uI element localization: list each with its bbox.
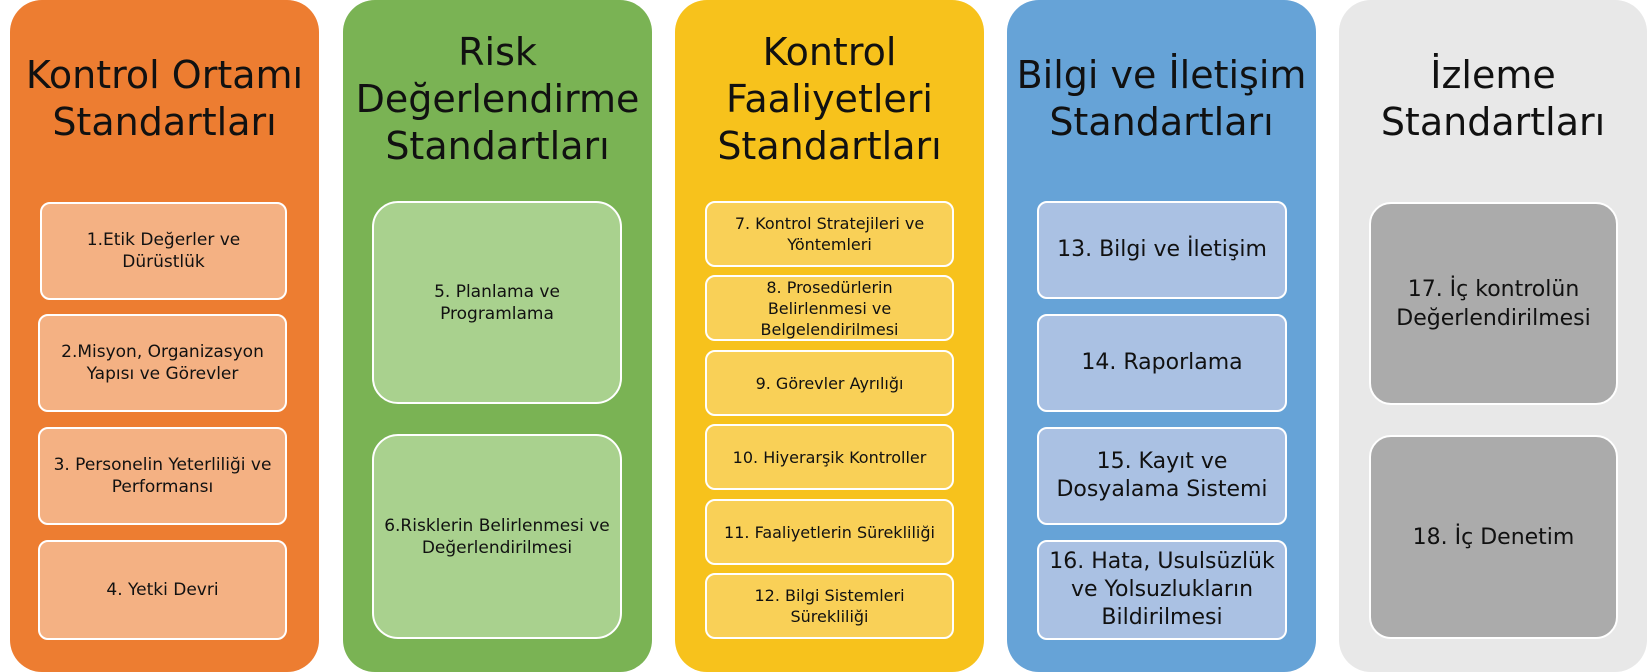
standard-label: 1.Etik Değerler ve Dürüstlük [86, 230, 241, 272]
column-title-line: Standartları [52, 100, 277, 144]
standard-label: 14. Raporlama [1081, 350, 1243, 375]
column-title-line: Standartları [1380, 100, 1606, 144]
column-izleme: İzleme Standartları 17. İç kontrolün Değ… [1339, 0, 1647, 672]
column-title: Risk Değerlendirme Standartları [343, 29, 652, 170]
standard-card: 12. Bilgi Sistemleri Sürekliliği [705, 573, 954, 639]
standard-card: 8. Prosedürlerin Belirlenmesi ve Belgele… [705, 275, 954, 341]
standard-label: 13. Bilgi ve İletişim [1057, 237, 1267, 262]
standard-label: 10. Hiyerarşik Kontroller [732, 447, 927, 467]
standard-card: 4. Yetki Devri [38, 540, 287, 640]
standard-label: 16. Hata, Usulsüzlük ve Yolsuzlukların B… [1049, 549, 1275, 630]
column-title-line: İzleme [1430, 53, 1556, 97]
standard-card: 10. Hiyerarşik Kontroller [705, 424, 954, 490]
standard-label: 4. Yetki Devri [106, 580, 219, 600]
standard-card: 9. Görevler Ayrılığı [705, 350, 954, 416]
standard-card: 7. Kontrol Stratejileri ve Yöntemleri [705, 201, 954, 267]
column-title: Kontrol Ortamı Standartları [10, 52, 319, 146]
standard-card: 17. İç kontrolün Değerlendirilmesi [1369, 202, 1618, 405]
standard-label: 15. Kayıt ve Dosyalama Sistemi [1056, 449, 1268, 502]
column-title: Kontrol Faaliyetleri Standartları [675, 29, 984, 170]
standard-card: 1.Etik Değerler ve Dürüstlük [40, 202, 287, 300]
standard-card: 18. İç Denetim [1369, 435, 1618, 639]
standard-card: 15. Kayıt ve Dosyalama Sistemi [1037, 427, 1287, 525]
column-title-line: Kontrol Ortamı [25, 53, 304, 97]
standard-card: 6.Risklerin Belirlenmesi ve Değerlendiri… [372, 434, 622, 639]
standard-label: 17. İç kontrolün Değerlendirilmesi [1396, 276, 1591, 331]
standard-label: 8. Prosedürlerin Belirlenmesi ve Belgele… [760, 277, 899, 339]
column-bilgi-ve-iletisim: Bilgi ve İletişim Standartları 13. Bilgi… [1007, 0, 1316, 672]
standard-label: 12. Bilgi Sistemleri Sürekliliği [754, 586, 905, 626]
column-kontrol-ortami: Kontrol Ortamı Standartları 1.Etik Değer… [10, 0, 319, 672]
standard-label: 2.Misyon, Organizasyon Yapısı ve Görevle… [61, 342, 264, 384]
standard-label: 5. Planlama ve Programlama [434, 281, 560, 324]
standard-label: 9. Görevler Ayrılığı [755, 373, 904, 393]
column-title-line: Standartları [385, 124, 610, 168]
standard-label: 6.Risklerin Belirlenmesi ve Değerlendiri… [384, 515, 610, 558]
column-title: Bilgi ve İletişim Standartları [1007, 52, 1316, 146]
column-title-line: Standartları [717, 124, 942, 168]
column-title-line: Değerlendirme [355, 77, 640, 121]
standard-card: 5. Planlama ve Programlama [372, 201, 622, 404]
standard-card: 13. Bilgi ve İletişim [1037, 201, 1287, 299]
standard-label: 11. Faaliyetlerin Sürekliliği [724, 522, 935, 542]
standard-label: 3. Personelin Yeterliliği ve Performansı [53, 455, 272, 497]
column-kontrol-faaliyetleri: Kontrol Faaliyetleri Standartları 7. Kon… [675, 0, 984, 672]
column-title-line: Faaliyetleri [726, 77, 933, 121]
standard-card: 2.Misyon, Organizasyon Yapısı ve Görevle… [38, 314, 287, 412]
standard-label: 7. Kontrol Stratejileri ve Yöntemleri [734, 214, 925, 254]
standard-label: 18. İç Denetim [1412, 524, 1575, 550]
standard-card: 11. Faaliyetlerin Sürekliliği [705, 499, 954, 565]
standard-card: 16. Hata, Usulsüzlük ve Yolsuzlukların B… [1037, 540, 1287, 640]
standard-card: 14. Raporlama [1037, 314, 1287, 412]
column-risk-degerlendirme: Risk Değerlendirme Standartları 5. Planl… [343, 0, 652, 672]
column-title-line: Kontrol [762, 30, 897, 74]
column-title-line: Bilgi ve İletişim [1016, 53, 1307, 97]
column-title-line: Standartları [1049, 100, 1274, 144]
column-title: İzleme Standartları [1339, 52, 1647, 146]
column-title-line: Risk [458, 30, 537, 74]
standard-card: 3. Personelin Yeterliliği ve Performansı [38, 427, 287, 525]
